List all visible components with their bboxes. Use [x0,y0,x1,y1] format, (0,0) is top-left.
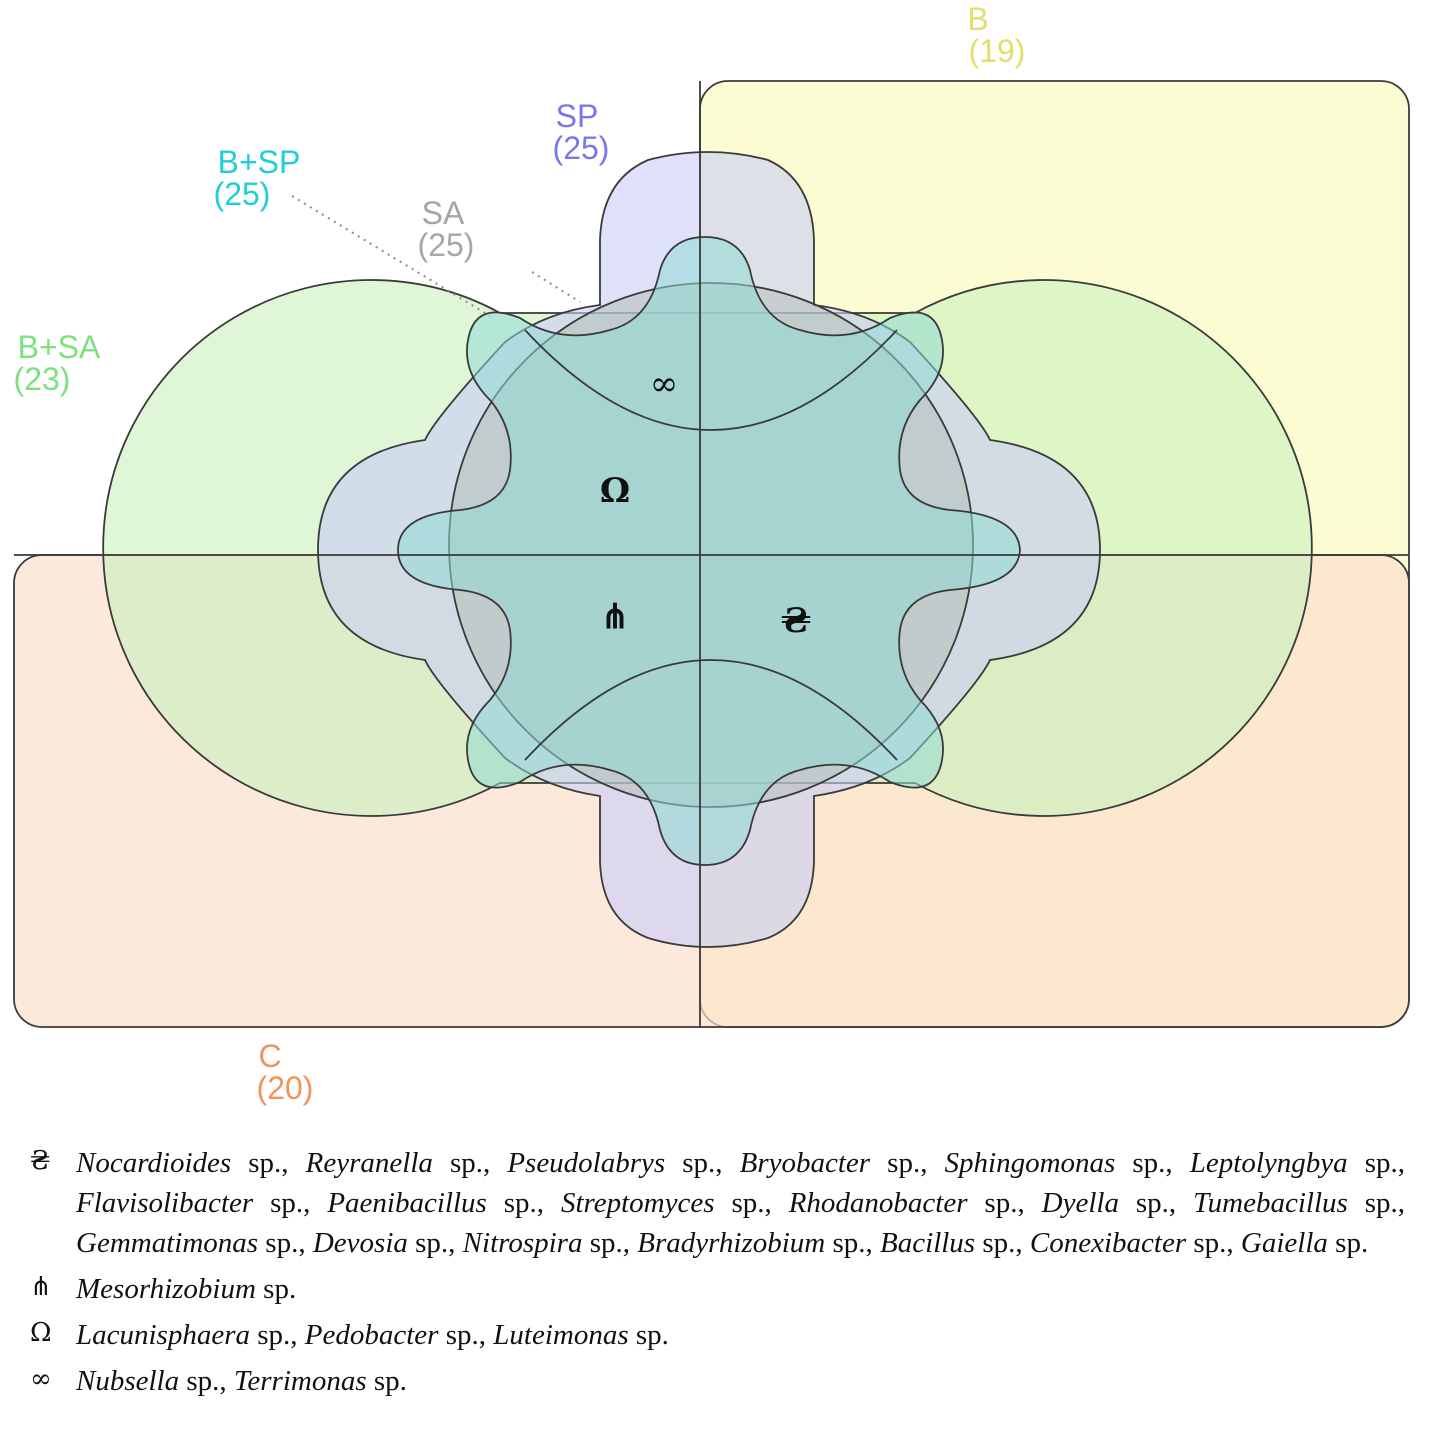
label-sa-name: SA [422,195,465,231]
legend-symbol: ₴ [30,1146,51,1176]
taxon-name: Rhodanobacter [788,1187,968,1219]
legend-taxa-list: Nocardioides sp., Reyranella sp., Pseudo… [76,1147,1406,1259]
taxon-name: Leptolyngbya [1189,1147,1348,1179]
taxon-name: Streptomyces [560,1187,715,1219]
taxon-name: Mesorhizobium [76,1273,256,1305]
label-b-sp-count: (25) [214,176,271,212]
taxon-name: Lacunisphaera [76,1319,250,1351]
hryvnia-region-symbol: ₴ [781,601,811,641]
taxon-name: Bryobacter [739,1147,871,1179]
legend-symbol: ⋔ [30,1272,52,1302]
legend-taxa-list: Mesorhizobium sp. [76,1273,297,1305]
pitchfork-region-symbol: ⋔ [601,597,630,637]
taxon-name: Bacillus [880,1227,976,1259]
taxon-name: Tumebacillus [1193,1187,1348,1219]
legend-symbol: Ω [30,1318,52,1348]
infinity-region-symbol: ∞ [650,364,678,404]
label-b-name: B [967,1,988,37]
taxon-name: Flavisolibacter [76,1187,254,1219]
legend-row-omega: Ω Lacunisphaera sp., Pedobacter sp., Lut… [30,1315,1405,1355]
omega-region-symbol: Ω [600,471,630,511]
legend-symbol: ∞ [30,1364,52,1394]
taxon-name: Luteimonas [493,1319,629,1351]
label-c-name: C [258,1038,281,1074]
legend-taxa-list: Lacunisphaera sp., Pedobacter sp., Lutei… [76,1319,669,1351]
species-legend: ₴ Nocardioides sp., Reyranella sp., Pseu… [30,1143,1405,1401]
label-b-count: (19) [969,33,1026,69]
taxon-name: Conexibacter [1029,1227,1187,1259]
label-b-sa-name: B+SA [18,329,101,365]
taxon-name: Bradyrhizobium [637,1227,826,1259]
taxon-name: Nitrospira [462,1227,583,1259]
label-sp-count: (25) [553,130,610,166]
taxon-name: Reyranella [305,1147,433,1179]
label-b-sp-name: B+SP [218,144,301,180]
label-sp-name: SP [556,98,599,134]
taxon-name: Terrimonas [233,1365,367,1397]
lower-inner-arc [524,659,898,761]
set-b-sp-shape [397,236,1021,866]
set-labels: B (19) C (20) SP (25) SA (25) B+SP (25) … [14,1,1026,1106]
taxon-name: Pedobacter [304,1319,439,1351]
legend-row-infinity: ∞ Nubsella sp., Terrimonas sp. [30,1361,1405,1401]
taxon-name: Gemmatimonas [76,1227,259,1259]
label-b-sa-count: (23) [14,361,71,397]
taxon-name: Pseudolabrys [507,1147,666,1179]
venn-diagram: B (19) C (20) SP (25) SA (25) B+SP (25) … [13,1,1410,1106]
taxon-name: Gaiella [1240,1227,1328,1259]
legend-row-pitchfork: ⋔ Mesorhizobium sp. [30,1269,1405,1309]
sa-leader-line [531,271,581,303]
taxon-name: Nocardioides [76,1147,232,1179]
label-c-count: (20) [257,1070,314,1106]
legend-taxa-list: Nubsella sp., Terrimonas sp. [76,1365,407,1397]
leader-lines [291,195,581,317]
taxon-name: Sphingomonas [944,1147,1116,1179]
legend-row-hryvnia: ₴ Nocardioides sp., Reyranella sp., Pseu… [30,1143,1405,1263]
upper-inner-arc [524,329,898,431]
label-sa-count: (25) [418,227,475,263]
taxon-name: Devosia [312,1227,408,1259]
taxon-name: Nubsella [76,1365,180,1397]
taxon-name: Dyella [1041,1187,1119,1219]
taxon-name: Paenibacillus [327,1187,487,1219]
set-shapes [13,80,1410,1028]
region-symbols: ∞ Ω ⋔ ₴ [600,364,811,641]
inner-lines [14,81,1409,1027]
